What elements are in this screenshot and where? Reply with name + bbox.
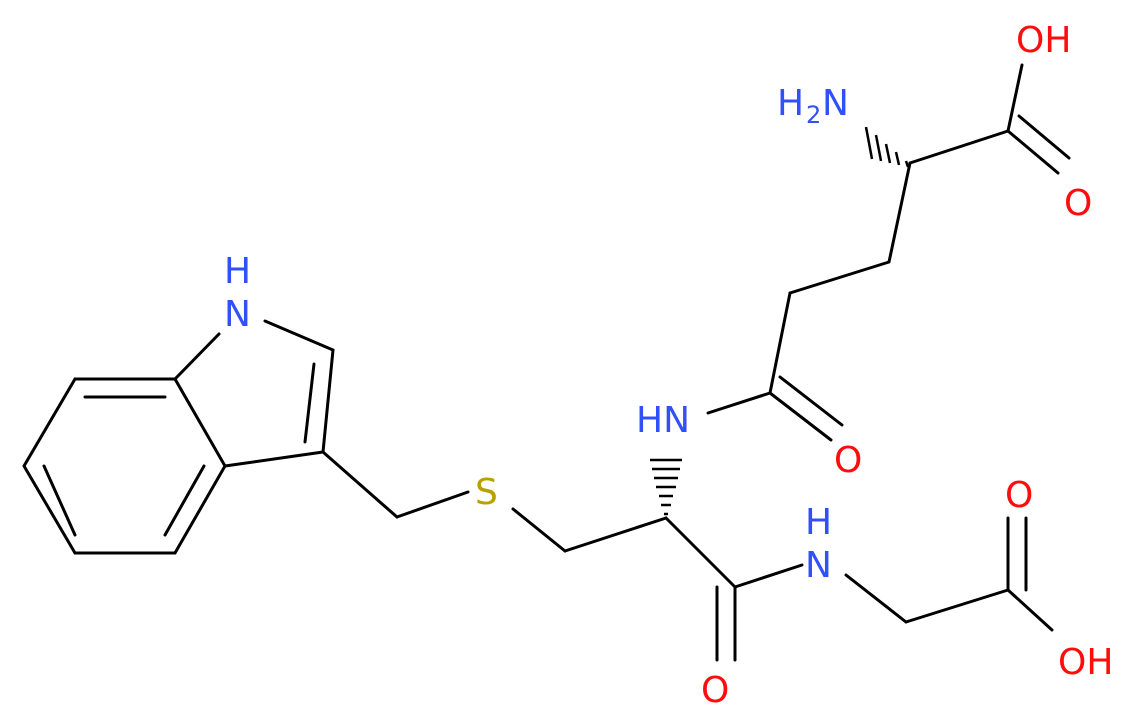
bond [664,516,737,589]
atom-labels: OH O H 2 N H N HN O S N H O O OH [224,20,1113,711]
hydroxyl-top-label: OH [1016,20,1071,61]
indole-n-label: N [224,294,251,335]
glycine-carbonyl-o-label: O [1005,475,1033,516]
amide-o-label: O [834,440,862,481]
bond [22,377,77,468]
bond [887,161,912,264]
glycine-n-label: N [805,545,832,586]
bonds [22,63,1071,662]
carbonyl-o-top-label: O [1064,183,1092,224]
bond [904,588,1010,624]
bond [1006,588,1054,632]
bond [768,391,833,442]
bond [173,377,227,468]
bond [511,507,567,553]
amine-h-label: H [777,83,804,124]
bond [908,129,1010,165]
indole-h-label: H [224,251,251,292]
bond [321,348,335,454]
bond [768,291,792,395]
hashed-wedge-bond [864,126,910,168]
amide-hn-label: HN [636,400,690,441]
bond [788,260,891,295]
bond [42,464,77,537]
amine-subscript-label: 2 [806,101,821,129]
glycine-nh-h-label: H [805,502,832,543]
bond [321,450,399,519]
bond [263,319,335,352]
bond [706,391,772,415]
bond [163,464,206,537]
carbonyl-o-bottom-label: O [701,670,729,711]
hashed-wedge-bond [650,458,682,516]
bond [173,332,221,381]
bond [223,450,325,468]
bond [395,490,470,519]
bond [22,464,77,555]
bond [1006,129,1060,175]
bond [844,573,908,624]
bond [1006,63,1024,133]
bond [1017,114,1071,160]
bond [173,464,227,555]
bond [733,563,804,589]
sulfur-label: S [475,472,498,513]
bond [563,516,668,553]
glycine-hydroxyl-label: OH [1058,642,1113,683]
bond [303,362,316,444]
bond [778,375,844,427]
amine-n-label: N [822,83,849,124]
